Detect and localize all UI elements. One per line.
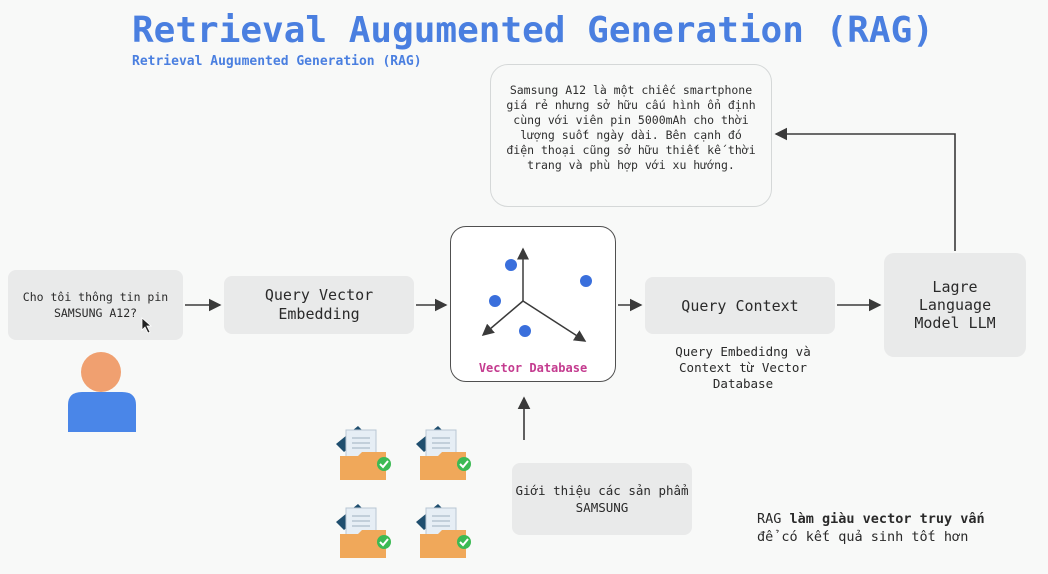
arrow-llm-to-answer	[774, 127, 956, 251]
rag-note-bold: làm giàu vector truy vấn	[789, 511, 985, 527]
page-title: Retrieval Augumented Generation (RAG)	[132, 10, 934, 51]
products-intro-box: Giới thiệu các sản phẩm SAMSUNG	[512, 463, 692, 535]
vector-database-label: Vector Database	[478, 361, 588, 375]
vector-point	[580, 275, 592, 287]
answer-bubble: Samsung A12 là một chiếc smartphone giá …	[490, 64, 772, 207]
document-folder-icon	[335, 425, 392, 481]
query-context-box: Query Context	[645, 277, 835, 334]
rag-note-rest: để có kết quả sinh tốt hơn	[757, 529, 969, 545]
document-folder-icon	[415, 503, 472, 559]
llm-label: Lagre Language Model LLM	[914, 278, 996, 332]
user-question-box: Cho tôi thông tin pin SAMSUNG A12?	[8, 270, 183, 340]
page-subtitle: Retrieval Augumented Generation (RAG)	[132, 54, 422, 69]
rag-note-prefix: RAG	[757, 511, 782, 527]
query-vector-embedding-box: Query Vector Embedding	[224, 276, 414, 334]
context-note: Query Embedidng và Context từ Vector Dat…	[675, 344, 811, 391]
vector-database-box: Vector Database	[450, 226, 616, 382]
vector-point	[489, 295, 501, 307]
vector-point	[505, 259, 517, 271]
llm-box: Lagre Language Model LLM	[884, 253, 1026, 357]
vector-point	[519, 325, 531, 337]
document-folder-icon	[415, 425, 472, 481]
vector-space-icon	[481, 247, 592, 342]
rag-note: RAG làm giàu vector truy vấn để có kết q…	[757, 510, 985, 546]
document-folder-icon	[335, 503, 392, 559]
